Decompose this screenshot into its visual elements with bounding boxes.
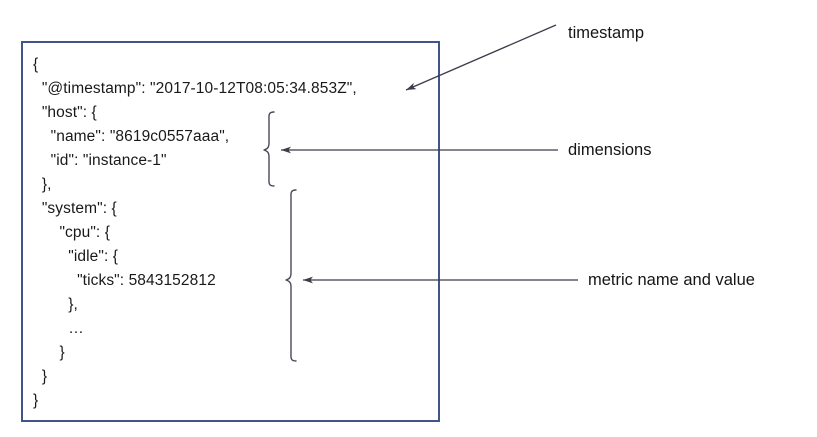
annotation-label-dimensions: dimensions xyxy=(568,141,652,159)
annotation-label-metric-name-and-value: metric name and value xyxy=(588,271,755,289)
json-document-text: { "@timestamp": "2017-10-12T08:05:34.853… xyxy=(33,56,357,409)
json-document-box: { "@timestamp": "2017-10-12T08:05:34.853… xyxy=(21,41,440,422)
annotation-label-timestamp: timestamp xyxy=(568,24,645,42)
